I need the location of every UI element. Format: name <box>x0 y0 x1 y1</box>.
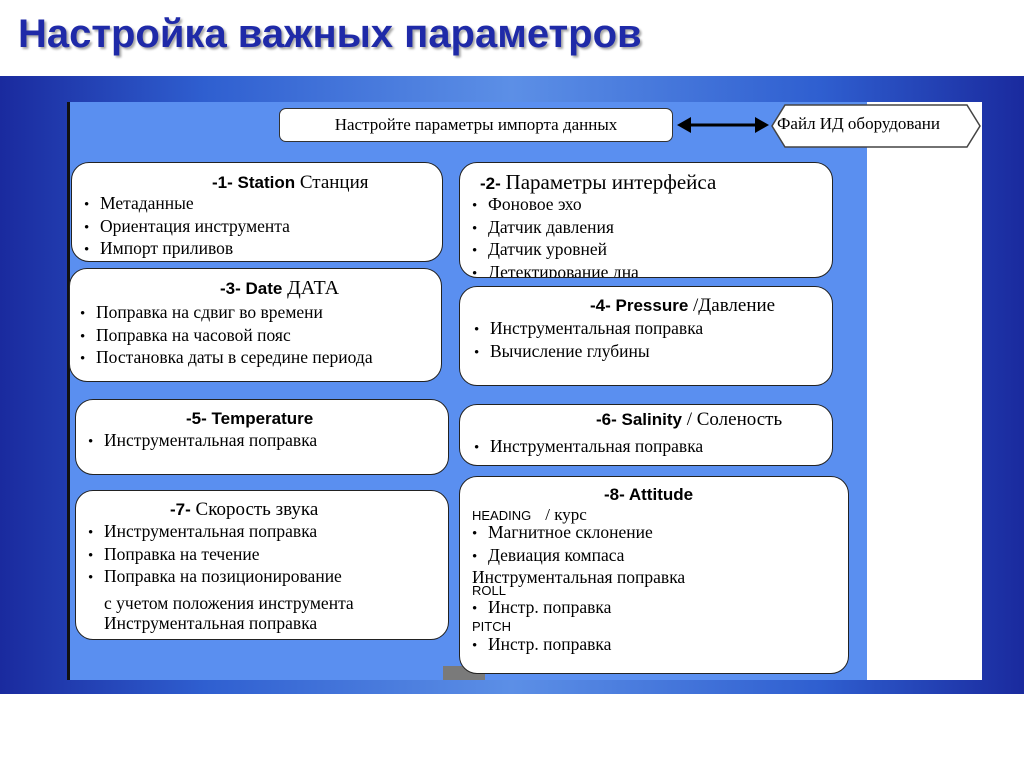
card-salinity-number: -6- Salinity <box>596 410 682 429</box>
panel-left-edge <box>67 102 70 680</box>
card-attitude[interactable]: -8- Attitude HEADING / курс Магнитное ск… <box>459 476 849 674</box>
list-item: Поправка на сдвиг во времени <box>80 302 373 325</box>
list-item: Инстр. поправка <box>472 597 611 620</box>
list-item: Постановка даты в середине периода <box>80 347 373 370</box>
pitch-label: PITCH <box>472 619 511 634</box>
card-pressure-label: /Давление <box>693 295 776 316</box>
list-item: Датчик давления <box>472 217 639 240</box>
card-interface-number: -2- <box>480 174 501 193</box>
card-salinity[interactable]: -6- Salinity / Соленость Инструментальна… <box>459 404 833 466</box>
list-item: Инструментальная поправка <box>88 430 317 453</box>
list-item: Инструментальная поправка <box>472 567 686 587</box>
attitude-heading-row: HEADING / курс <box>472 505 587 525</box>
card-temperature[interactable]: -5- Temperature Инструментальная поправк… <box>75 399 449 475</box>
card-sound-speed-list: Инструментальная поправка Поправка на те… <box>88 521 354 634</box>
list-item: Поправка на течение <box>88 544 354 567</box>
card-temperature-number: -5- Temperature <box>186 409 314 428</box>
card-date-number: -3- Date <box>220 279 283 298</box>
list-item: Детектирование дна <box>472 262 639 278</box>
list-item: Инстр. поправка <box>472 634 611 657</box>
heading-label: HEADING <box>472 508 532 523</box>
card-attitude-number: -8- Attitude <box>604 485 694 504</box>
list-item: Поправка на позиционирование <box>88 566 354 589</box>
card-temperature-header: -5- Temperature <box>186 408 313 430</box>
list-item: Девиация компаса <box>472 545 685 568</box>
card-pressure-number: -4- Pressure <box>590 296 689 315</box>
card-station-number: -1- Station <box>212 173 296 192</box>
attitude-pitch-list: Инстр. поправка <box>472 634 611 657</box>
card-sound-speed-number: -7- <box>170 500 191 519</box>
card-date[interactable]: -3- Date ДАТА Поправка на сдвиг во време… <box>69 268 442 382</box>
card-salinity-header: -6- Salinity / Соленость <box>596 409 782 431</box>
card-interface-header: -2- Параметры интерфейса <box>480 170 716 195</box>
list-item: Инструментальная поправка <box>474 436 703 459</box>
list-item: с учетом положения инструмента <box>104 592 354 613</box>
card-station-header: -1- Station Станция <box>212 172 369 194</box>
card-sound-speed-label: Скорость звука <box>195 499 319 520</box>
card-date-label: ДАТА <box>287 277 340 299</box>
card-date-header: -3- Date ДАТА <box>220 277 339 300</box>
embedded-screenshot: Настройте параметры импорта данных Файл … <box>67 102 982 680</box>
card-station-label: Станция <box>299 172 369 193</box>
card-station-list: Метаданные Ориентация инструмента Импорт… <box>84 193 290 261</box>
list-item: Вычисление глубины <box>474 341 703 364</box>
card-interface-list: Фоновое эхо Датчик давления Датчик уровн… <box>472 194 639 278</box>
card-interface[interactable]: -2- Параметры интерфейса Фоновое эхо Дат… <box>459 162 833 278</box>
slide-title: Настройка важных параметров <box>18 12 642 56</box>
card-salinity-list: Инструментальная поправка <box>474 436 703 459</box>
list-item: Импорт приливов <box>84 238 290 261</box>
list-item: Метаданные <box>84 193 290 216</box>
card-sound-speed-header: -7- Скорость звука <box>170 499 318 521</box>
card-interface-label: Параметры интерфейса <box>505 170 717 194</box>
heading-suffix: / курс <box>545 505 587 524</box>
attitude-roll-list: Инстр. поправка <box>472 597 611 620</box>
double-arrow-icon <box>677 117 769 133</box>
list-item: Ориентация инструмента <box>84 216 290 239</box>
import-settings-box[interactable]: Настройте параметры импорта данных <box>279 108 673 142</box>
card-sound-speed[interactable]: -7- Скорость звука Инструментальная попр… <box>75 490 449 640</box>
list-item: Поправка на часовой пояс <box>80 325 373 348</box>
card-date-list: Поправка на сдвиг во времени Поправка на… <box>80 302 373 370</box>
card-station[interactable]: -1- Station Станция Метаданные Ориентаци… <box>71 162 443 262</box>
list-item: Магнитное склонение <box>472 522 685 545</box>
card-salinity-label: / Соленость <box>686 409 783 430</box>
card-temperature-list: Инструментальная поправка <box>88 430 317 453</box>
list-item: Фоновое эхо <box>472 194 639 217</box>
card-pressure-list: Инструментальная поправка Вычисление глу… <box>474 318 703 363</box>
list-item: Датчик уровней <box>472 239 639 262</box>
list-item: Инструментальная поправка <box>474 318 703 341</box>
roll-label: ROLL <box>472 583 506 598</box>
equipment-file-hexagon[interactable] <box>771 104 981 148</box>
card-pressure[interactable]: -4- Pressure /Давление Инструментальная … <box>459 286 833 386</box>
card-pressure-header: -4- Pressure /Давление <box>590 295 775 317</box>
attitude-heading-list: Магнитное склонение Девиация компаса Инс… <box>472 522 685 588</box>
equipment-file-label: Файл ИД оборудовани <box>777 114 940 133</box>
list-item: Инструментальная поправка <box>88 521 354 544</box>
card-attitude-header: -8- Attitude <box>604 484 693 506</box>
list-item: Инструментальная поправка <box>104 613 318 633</box>
